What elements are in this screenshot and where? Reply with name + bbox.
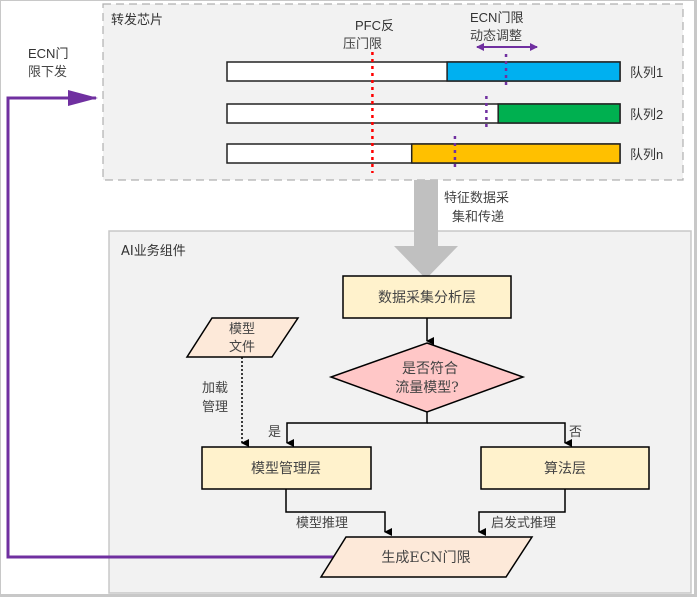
transfer-label-line1: 特征数据采 [444,191,509,206]
model-inference-arrow [285,489,392,536]
ecn-feedback-line [6,96,334,559]
model-inference-label: 模型推理 [296,516,348,531]
queue-label: 队列2 [630,107,663,122]
queue-label: 队列n [630,147,663,162]
generate-ecn-node: 生成ECN门限 [319,536,534,578]
model-management-layer-label: 模型管理层 [251,461,321,477]
ecn-adjust-label-line2: 动态调整 [470,29,522,44]
queue-3: 队列n [226,136,663,171]
queue-occupied-fill [446,61,621,82]
generate-ecn-label: 生成ECN门限 [381,550,470,566]
algorithm-layer: 算法层 [480,446,650,490]
model-management-layer: 模型管理层 [201,446,372,490]
heuristic-inference-arrow [478,489,566,536]
load-label-line1: 加载 [202,381,228,396]
feedback-label-line2: 限下发 [28,64,67,80]
ai-component-title: AI业务组件 [121,243,186,259]
model-file-line2: 文件 [229,340,255,355]
yes-label: 是 [268,425,281,440]
data-collection-layer-label: 数据采集分析层 [378,289,476,306]
algorithm-layer-label: 算法层 [544,461,586,477]
ecn-adjust-label-line1: ECN门限 [470,10,523,25]
model-file-line1: 模型 [229,322,255,337]
ecn-feedback-arrowhead [68,90,98,106]
model-file-node: 模型 文件 [185,317,300,358]
data-collection-layer: 数据采集分析层 [342,275,512,319]
feedback-label-line1: ECN门 [28,46,68,61]
feature-transfer-arrow [394,180,458,279]
forwarding-chip-panel: 转发芯片 PFC反 压门限 ECN门限 动态调整 队列1 队列2 队列n [102,3,684,181]
decision-line2: 流量模型? [395,380,459,396]
pfc-label-line1: PFC反 [355,18,394,33]
transfer-label-line2: 集和传递 [452,209,504,225]
queues: 队列1 队列2 队列n [226,54,663,171]
no-branch-arrow [427,422,572,447]
no-label: 否 [569,425,582,440]
queue-2: 队列2 [226,96,663,131]
yes-branch-arrow [286,412,428,447]
queue-1: 队列1 [226,54,663,89]
queue-occupied-fill [497,103,621,124]
queue-label: 队列1 [630,65,663,80]
forwarding-chip-title: 转发芯片 [111,12,163,28]
load-label-line2: 管理 [202,400,228,415]
decision-line1: 是否符合 [402,361,458,377]
queue-occupied-fill [410,143,621,164]
pfc-label-line2: 压门限 [343,37,382,52]
heuristic-inference-label: 启发式推理 [491,515,556,531]
